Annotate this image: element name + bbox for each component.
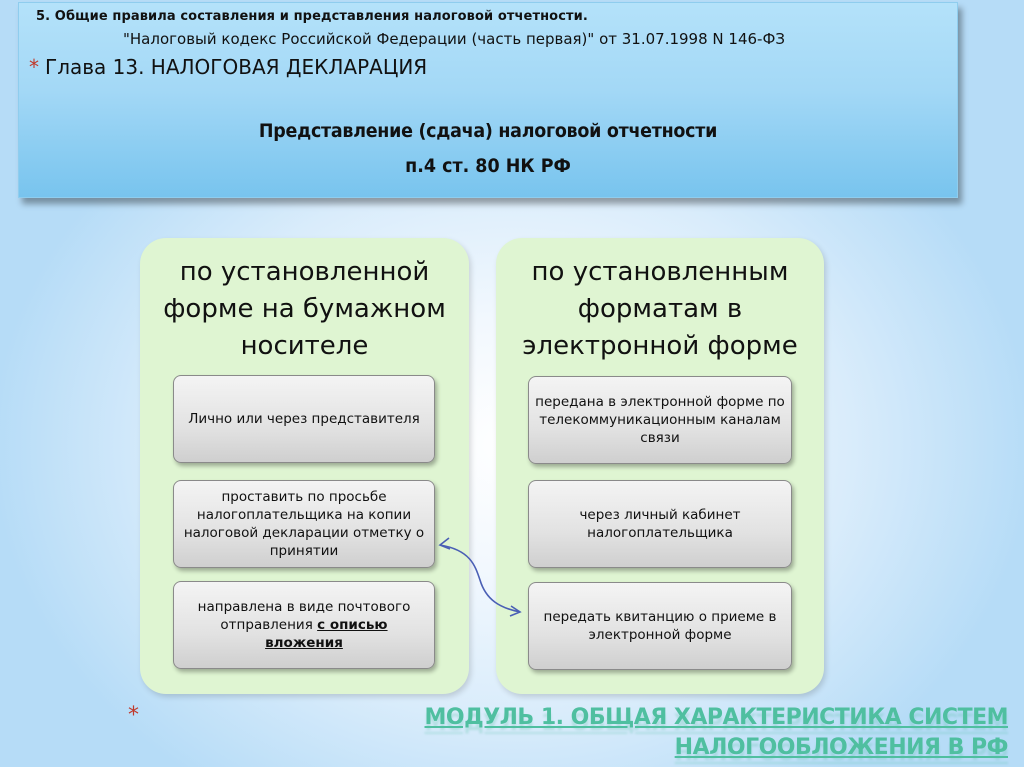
header-panel: 5. Общие правила составления и представл…	[18, 2, 958, 198]
slide-subtitle: п.4 ст. 80 НК РФ	[405, 155, 571, 177]
column-electronic: по установленным форматам в электронной …	[496, 238, 824, 694]
section-heading: 5. Общие правила составления и представл…	[36, 9, 588, 24]
card-receipt-mark: проставить по просьбе налогоплательщика …	[173, 480, 435, 568]
card-postal-emphasis: с описью вложения	[265, 617, 388, 651]
column-title: по установленной форме на бумажном носит…	[163, 257, 446, 361]
column-paper: по установленной форме на бумажном носит…	[140, 238, 469, 694]
card-in-person: Лично или через представителя	[173, 375, 435, 463]
card-receipt-electronic: передать квитанцию о приеме в электронно…	[528, 582, 792, 670]
module-link[interactable]: МОДУЛЬ 1. ОБЩАЯ ХАРАКТЕРИСТИКА СИСТЕМ НА…	[424, 705, 1009, 760]
card-postal: направлена в виде почтового отправления …	[173, 581, 435, 669]
law-reference: "Налоговый кодекс Российской Федерации (…	[123, 30, 785, 48]
card-postal-text: направлена в виде почтового отправления	[197, 599, 411, 633]
asterisk-bullet-icon: *	[29, 55, 39, 79]
card-personal-account: через личный кабинет налогоплательщика	[528, 480, 792, 568]
slide-title: Представление (сдача) налоговой отчетнос…	[258, 120, 718, 142]
column-title: по установленным форматам в электронной …	[522, 257, 798, 361]
card-telecom: передана в электронной форме по телекомм…	[528, 376, 792, 464]
asterisk-bullet-icon: *	[128, 703, 139, 728]
double-arrow-curve-icon	[438, 537, 522, 617]
chapter-heading: *Глава 13. НАЛОГОВАЯ ДЕКЛАРАЦИЯ	[29, 55, 427, 79]
chapter-text: Глава 13. НАЛОГОВАЯ ДЕКЛАРАЦИЯ	[45, 55, 428, 79]
